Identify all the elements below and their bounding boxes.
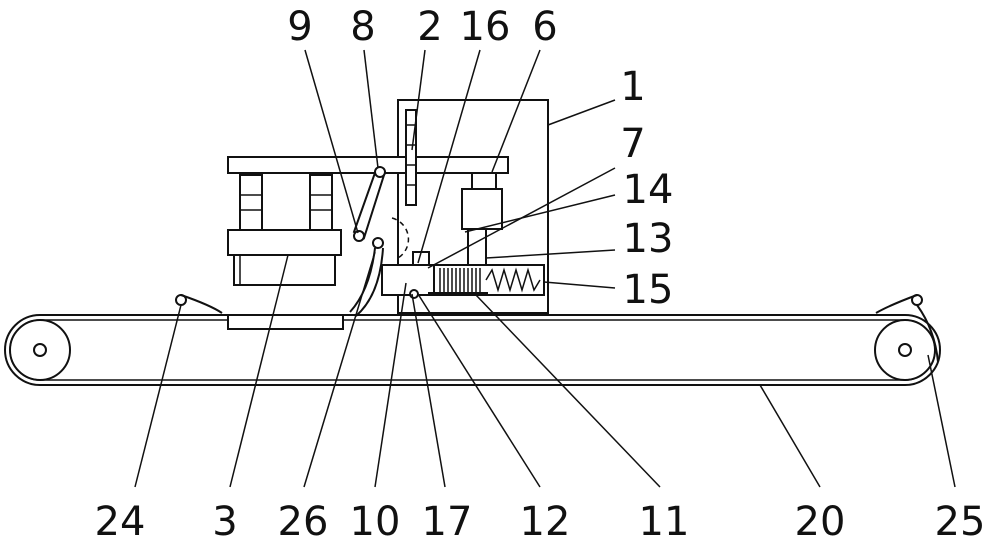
- press-plate: [227, 229, 342, 286]
- label-25: 25: [935, 499, 986, 545]
- leader-lines: [134, 49, 956, 488]
- press-columns: [239, 174, 333, 231]
- pivot-point: [409, 289, 419, 299]
- right-guide-roller: [875, 294, 939, 363]
- slide-block: [381, 264, 435, 296]
- spring: [485, 267, 541, 293]
- conveyor-belt: [4, 314, 941, 386]
- label-15: 15: [623, 267, 674, 313]
- link-arm: [352, 166, 386, 242]
- part-labels: 9 8 2 16 6 1 7 14 13 15 24 3 26 10 17 12…: [95, 4, 986, 545]
- label-2: 2: [417, 4, 442, 50]
- label-3: 3: [212, 499, 237, 545]
- base-plate: [227, 314, 344, 330]
- cylinder: [461, 172, 503, 230]
- label-6: 6: [532, 4, 557, 50]
- label-9: 9: [287, 4, 312, 50]
- label-10: 10: [350, 499, 401, 545]
- swing-arc: [391, 217, 410, 259]
- label-20: 20: [795, 499, 846, 545]
- label-26: 26: [278, 499, 329, 545]
- vertical-rack: [405, 109, 417, 206]
- label-14: 14: [623, 167, 674, 213]
- left-pulley: [9, 319, 71, 381]
- label-7: 7: [620, 121, 645, 167]
- right-pulley: [874, 319, 936, 381]
- label-17: 17: [422, 499, 473, 545]
- hook-arm: [349, 237, 384, 317]
- top-beam: [227, 156, 509, 174]
- label-16: 16: [460, 4, 511, 50]
- label-8: 8: [350, 4, 375, 50]
- label-12: 12: [520, 499, 571, 545]
- label-1: 1: [620, 64, 645, 110]
- label-11: 11: [639, 499, 690, 545]
- hatched-block: [439, 268, 481, 292]
- left-guide-roller: [175, 294, 223, 314]
- label-13: 13: [623, 216, 674, 262]
- label-24: 24: [95, 499, 146, 545]
- plunger-housing: [467, 228, 487, 266]
